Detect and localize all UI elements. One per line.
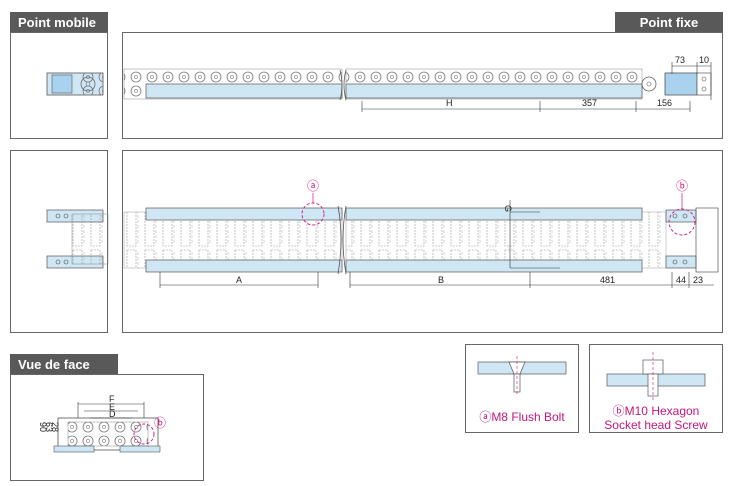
fixed-point-plan-view bbox=[123, 200, 719, 275]
dim-481: 481 bbox=[600, 275, 615, 285]
front-marker-b-label: ⓑ bbox=[154, 416, 166, 430]
front-view-tag: Vue de face bbox=[10, 354, 118, 374]
dim-D: D bbox=[109, 409, 116, 419]
dim-10: 10 bbox=[699, 55, 709, 65]
flush-bolt-drawing bbox=[477, 356, 567, 396]
moving-point-plan-view bbox=[46, 209, 109, 269]
dim-156: 156 bbox=[657, 98, 672, 108]
dim-73: 73 bbox=[675, 55, 685, 65]
hex-screw-drawing bbox=[606, 352, 706, 400]
front-view-drawing bbox=[53, 402, 161, 453]
top-view-dimensions bbox=[361, 62, 712, 112]
plan-view-dimensions bbox=[159, 272, 714, 288]
dim-E: E bbox=[109, 402, 115, 412]
fixed-point-side-view bbox=[123, 68, 712, 101]
dim-F: F bbox=[109, 394, 115, 404]
hex-screw-caption-line2: Socket head Screw bbox=[604, 418, 708, 432]
dim-23: 23 bbox=[693, 275, 703, 285]
flush-bolt-detail-panel bbox=[465, 344, 579, 433]
dim-G: G bbox=[503, 205, 513, 212]
dim-H: H bbox=[446, 98, 453, 108]
dim-B: B bbox=[438, 275, 444, 285]
dim-90: 90 bbox=[38, 422, 48, 432]
hex-screw-caption-line1: ⓑM10 Hexagon bbox=[612, 404, 700, 418]
dim-A: A bbox=[236, 275, 242, 285]
fixed-point-tag: Point fixe bbox=[615, 12, 723, 32]
flush-bolt-caption: ⓐM8 Flush Bolt bbox=[479, 410, 565, 424]
dim-44: 44 bbox=[676, 275, 686, 285]
front-marker-b-circle bbox=[133, 423, 155, 445]
marker-a-label: ⓐ bbox=[307, 179, 319, 193]
dim-63: 63 bbox=[44, 422, 54, 432]
dim-357: 357 bbox=[582, 98, 597, 108]
moving-point-side-view bbox=[46, 72, 104, 96]
dim-28: 28 bbox=[50, 422, 60, 432]
marker-b-label: ⓑ bbox=[676, 179, 688, 193]
moving-point-tag: Point mobile bbox=[10, 12, 108, 32]
